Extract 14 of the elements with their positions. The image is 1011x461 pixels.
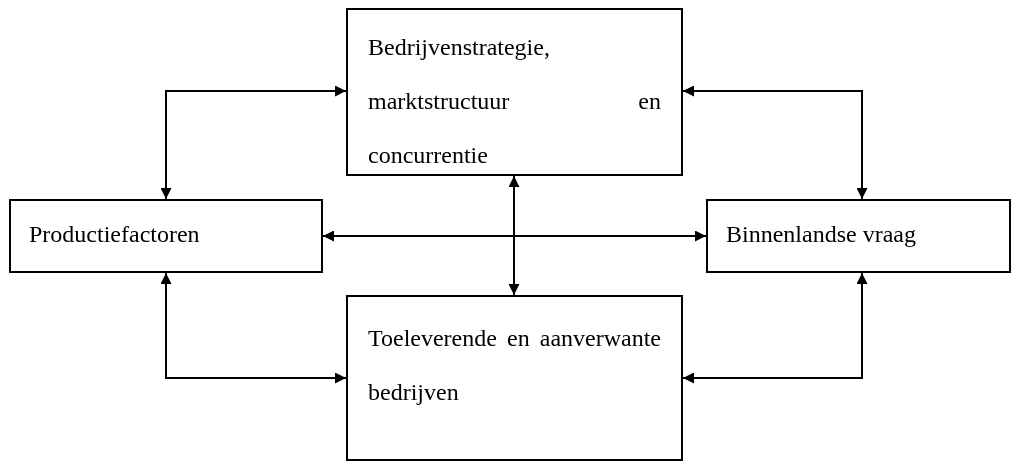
text-box	[9, 199, 323, 273]
double-arrow	[160, 85, 347, 200]
text-box	[346, 295, 683, 461]
double-arrow	[160, 272, 347, 384]
text-box	[346, 8, 683, 176]
double-arrow	[682, 85, 868, 200]
double-arrow	[508, 175, 520, 296]
double-arrow	[322, 230, 707, 242]
double-arrow	[682, 272, 868, 384]
box-label: Productiefactoren	[29, 220, 201, 249]
box-label: Binnenlandse vraag	[726, 220, 917, 249]
text-box	[706, 199, 1011, 273]
box-label: Bedrijvenstrategie, marktstructuur en concurrentie	[368, 33, 661, 170]
box-label: Toeleverende en aanverwante bedrijven	[368, 324, 661, 407]
